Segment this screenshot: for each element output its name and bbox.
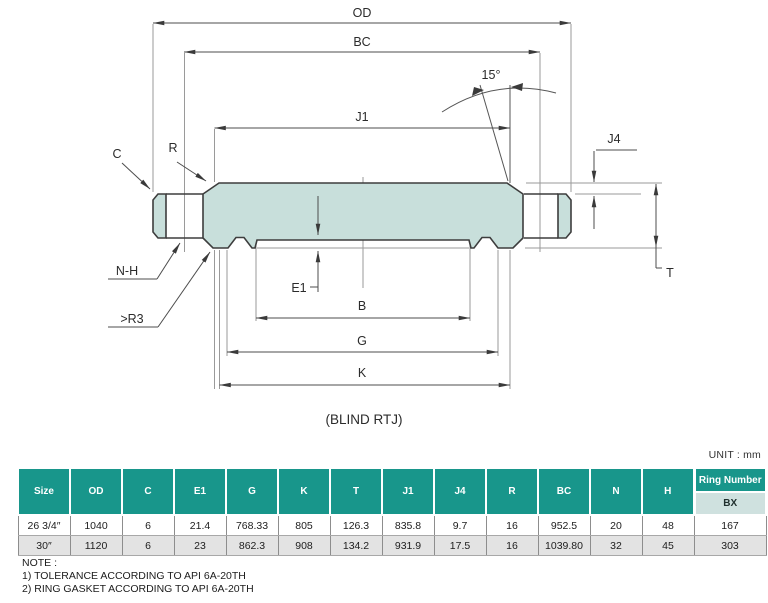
col-header-h: H xyxy=(641,467,695,516)
table-cell: 32 xyxy=(589,535,643,556)
table-cell: 45 xyxy=(641,535,695,556)
dim-label-k: K xyxy=(358,366,367,380)
col-header-e1: E1 xyxy=(173,467,227,516)
leader-nh xyxy=(156,242,181,280)
table-cell: 862.3 xyxy=(225,535,279,556)
left-hub-cap xyxy=(152,193,167,239)
col-header-od: OD xyxy=(69,467,123,516)
col-header-ring-number: Ring Number xyxy=(692,467,767,493)
angle-arc-arrow-right xyxy=(511,83,523,91)
table-cell: 768.33 xyxy=(225,514,279,536)
bolt-hole-edges xyxy=(166,193,558,239)
flange-body xyxy=(152,182,572,249)
angle-construction xyxy=(441,84,557,183)
table-cell: 6 xyxy=(121,535,175,556)
dim-label-r3: >R3 xyxy=(120,312,143,326)
dim-label-od: OD xyxy=(353,6,372,20)
table-row-30: 30″ 1120 6 23 862.3 908 134.2 931.9 17.5… xyxy=(17,535,767,556)
dim-label-b: B xyxy=(358,299,366,313)
dim-label-c: C xyxy=(112,147,121,161)
table-cell: 1120 xyxy=(69,535,123,556)
dim-label-t: T xyxy=(666,266,674,280)
table-cell: 126.3 xyxy=(329,514,383,536)
dimension-labels: OD BC J1 15° J4 C R N-H >R3 E1 B G K T xyxy=(112,6,674,380)
note-item: 2) RING GASKET ACCORDING TO API 6A-20TH xyxy=(22,583,254,595)
angle-label: 15° xyxy=(482,68,501,82)
col-header-size: Size xyxy=(17,467,71,516)
dim-label-j4: J4 xyxy=(607,132,620,146)
dim-label-j1: J1 xyxy=(355,110,368,124)
table-cell: 931.9 xyxy=(381,535,435,556)
notes-block: NOTE : 1) TOLERANCE ACCORDING TO API 6A-… xyxy=(22,557,254,596)
table-cell: 23 xyxy=(173,535,227,556)
leader-lines xyxy=(108,161,211,328)
table-cell: 908 xyxy=(277,535,331,556)
col-header-c: C xyxy=(121,467,175,516)
table-cell: 167 xyxy=(693,514,767,536)
header-row: Size OD C E1 G K T J1 J4 R BC N H Ring N… xyxy=(17,467,767,516)
col-header-j4: J4 xyxy=(433,467,487,516)
flange-drawing-svg: OD BC J1 15° J4 C R N-H >R3 E1 B G K T (… xyxy=(108,6,674,427)
dimension-lines xyxy=(152,20,662,388)
dim-label-g: G xyxy=(357,334,367,348)
angle-arc-arrow-left xyxy=(472,87,484,96)
right-hub-cap xyxy=(557,193,572,239)
note-item: 1) TOLERANCE ACCORDING TO API 6A-20TH xyxy=(22,570,246,582)
table-cell: 9.7 xyxy=(433,514,487,536)
table-cell: 17.5 xyxy=(433,535,487,556)
col-header-t: T xyxy=(329,467,383,516)
angle-arc xyxy=(441,87,557,113)
col-header-j1: J1 xyxy=(381,467,435,516)
table-cell: 805 xyxy=(277,514,331,536)
dimensions-table: Size OD C E1 G K T J1 J4 R BC N H Ring N… xyxy=(17,467,767,556)
col-header-g: G xyxy=(225,467,279,516)
subheader-row: BX xyxy=(18,491,767,516)
flange-main-body xyxy=(202,182,524,249)
table-cell: 303 xyxy=(693,535,767,556)
table-cell: 48 xyxy=(641,514,695,536)
table-cell: 16 xyxy=(485,535,539,556)
leader-c xyxy=(121,162,151,190)
table-cell: 835.8 xyxy=(381,514,435,536)
table-cell: 134.2 xyxy=(329,535,383,556)
table-cell: 952.5 xyxy=(537,514,591,536)
leader-r3 xyxy=(157,251,211,328)
col-header-n: N xyxy=(589,467,643,516)
table-cell: 30″ xyxy=(17,535,71,556)
col-header-bc: BC xyxy=(537,467,591,516)
angle-slant-line xyxy=(479,84,509,182)
table-cell: 1040 xyxy=(69,514,123,536)
dim-label-r: R xyxy=(168,141,177,155)
table-cell: 26 3/4″ xyxy=(17,514,71,536)
dim-label-nh: N-H xyxy=(116,264,138,278)
table-cell: 16 xyxy=(485,514,539,536)
dim-label-bc: BC xyxy=(353,35,370,49)
dim-label-e1: E1 xyxy=(291,281,306,295)
table-cell: 20 xyxy=(589,514,643,536)
table-cell: 6 xyxy=(121,514,175,536)
drawing-caption: (BLIND RTJ) xyxy=(325,412,402,427)
table-cell: 1039.80 xyxy=(537,535,591,556)
table-row-26-3-4: 26 3/4″ 1040 6 21.4 768.33 805 126.3 835… xyxy=(17,514,767,536)
notes-title: NOTE : xyxy=(22,557,58,569)
col-header-k: K xyxy=(277,467,331,516)
flange-drawing: OD BC J1 15° J4 C R N-H >R3 E1 B G K T (… xyxy=(108,6,674,427)
table-cell: 21.4 xyxy=(173,514,227,536)
leader-r xyxy=(176,161,207,182)
col-subheader-bx: BX xyxy=(692,491,767,516)
unit-label: UNIT : mm xyxy=(708,449,761,461)
col-header-r: R xyxy=(485,467,539,516)
